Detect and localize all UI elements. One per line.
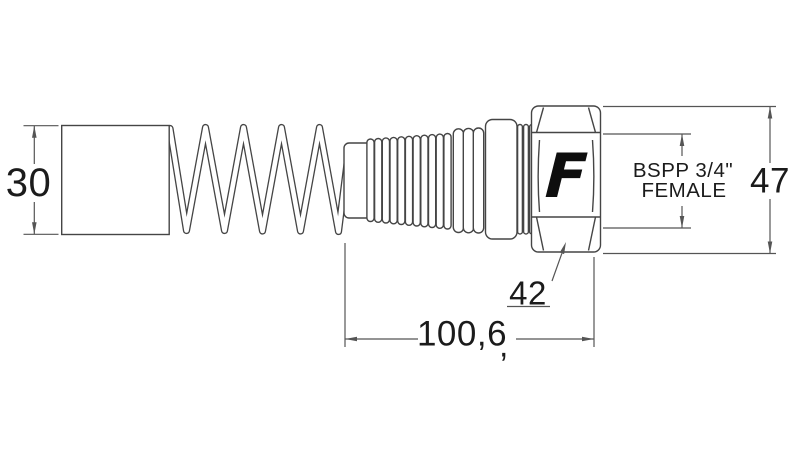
arrow-up-icon [679,134,685,146]
arrow-left-icon [345,336,357,342]
dim-block-height [23,125,59,235]
arrow-up-icon [32,125,37,138]
hex-nut [530,105,602,253]
body-corrugations [452,127,485,234]
hex-chamfer-top-left [535,107,545,133]
arrow-up-icon [767,106,773,119]
dim-42-label: 42 [509,274,547,312]
hex-chamfer-top-right [587,107,597,133]
hex-chamfer-bottom-left [535,216,545,251]
leader-arrow-icon [559,242,566,255]
thread-spec-line1: BSPP 3/4" [632,158,734,182]
thread-spec-line2: FEMALE [641,178,727,202]
stray-comma-mark: , [499,326,509,364]
arrow-down-icon [32,222,37,235]
dim-length-label: 100,6 [416,314,508,354]
arrow-down-icon [767,241,773,254]
hex-flat-curve-left [537,139,541,213]
arrow-right-icon [582,336,594,342]
hose-end-block [61,124,170,236]
hex-chamfer-bottom-right [587,216,597,251]
dimension-lines [23,105,776,347]
spring-guard [166,123,352,236]
hex-flat-curve-right [591,139,595,213]
fitting-geometry [61,105,602,253]
dim-thread-spec [603,133,691,229]
arrow-down-icon [679,216,685,228]
dim-overall-height [603,105,776,255]
dim-30-label: 30 [5,161,52,205]
leader-hex-flats [507,242,566,308]
ferrule-ribs [366,132,452,230]
dim-47-label: 47 [750,161,790,201]
collar [484,118,518,240]
dim-overall-length [344,243,595,347]
